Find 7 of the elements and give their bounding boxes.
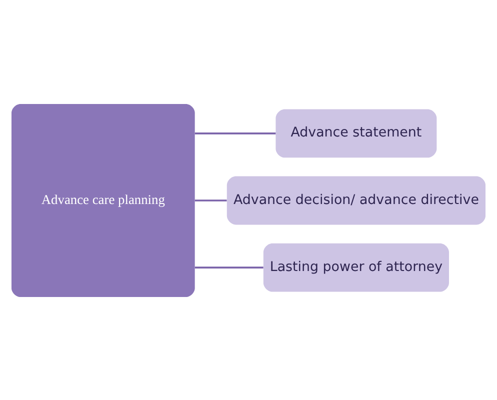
node-box: Advance statement bbox=[276, 108, 437, 158]
node-box: Lasting power of attorney bbox=[263, 242, 449, 292]
connector bbox=[194, 132, 276, 134]
connector bbox=[194, 199, 227, 201]
node-box: Advance care planning bbox=[12, 103, 195, 297]
node-box: Advance decision/ advance directive bbox=[226, 176, 486, 224]
connector bbox=[194, 266, 264, 268]
